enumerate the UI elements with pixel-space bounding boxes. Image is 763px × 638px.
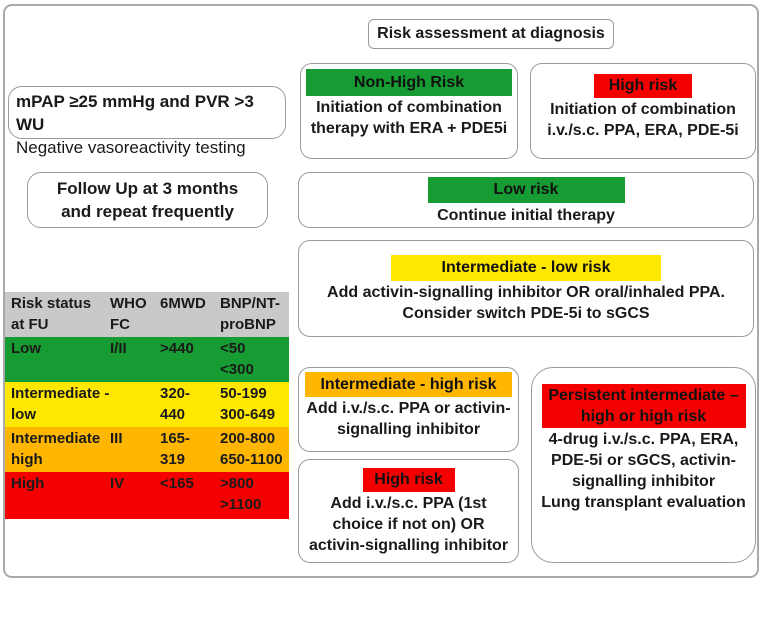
page-title: Risk assessment at diagnosis — [368, 19, 614, 49]
table-cell: Low — [11, 340, 41, 357]
table-cell — [102, 383, 152, 425]
header-bar-low-risk: Low risk — [427, 177, 625, 203]
header-bar-high-risk-followup: High risk — [362, 468, 455, 492]
header-bar-persistent-intermediate-high: Persistent intermediate – high or high r… — [541, 384, 746, 428]
table-cell: Intermediate -low — [11, 385, 110, 423]
table-cell: High — [11, 475, 45, 492]
followup-box: Follow Up at 3 months and repeat frequen… — [27, 172, 268, 228]
header-bar-non-high-risk: Non-High Risk — [306, 69, 512, 96]
box-intermediate-low-risk: Intermediate - low risk Add activin-sign… — [298, 240, 754, 337]
table-row: High IV <165 >800>1100 — [5, 472, 289, 519]
box-intermediate-high-risk: Intermediate - high risk Add i.v./s.c. P… — [298, 367, 519, 452]
table-row: Low I/II >440 <50<300 — [5, 337, 289, 382]
body-intermediate-high-risk: Add i.v./s.c. PPA or activin-signalling … — [306, 400, 511, 438]
header-bar-intermediate-low-risk: Intermediate - low risk — [391, 255, 661, 281]
body-low-risk: Continue initial therapy — [437, 207, 615, 224]
table-cell: I/II — [110, 340, 127, 357]
body-intermediate-low-line-1: Add activin-signalling inhibitor OR oral… — [327, 284, 725, 301]
followup-line-1: Follow Up at 3 months — [56, 179, 239, 198]
table-cell: 165-319 — [160, 430, 191, 468]
header-bar-high-risk-diagnosis: High risk — [594, 74, 692, 98]
body-high-risk-followup: Add i.v./s.c. PPA (1st choice if not on)… — [308, 495, 509, 554]
body-persistent-line-2: Lung transplant evaluation — [541, 494, 746, 511]
box-non-high-risk: Non-High Risk Initiation of combination … — [300, 63, 518, 159]
header-bar-intermediate-high-risk: Intermediate - high risk — [305, 372, 512, 397]
body-non-high-risk: Initiation of combination therapy with E… — [310, 99, 508, 137]
criteria-line-1: mPAP ≥25 mmHg and PVR >3 WU — [16, 92, 254, 134]
criteria-line-2: Negative vasoreactivity testing — [16, 138, 246, 157]
box-high-risk-diagnosis: High risk Initiation of combination i.v.… — [530, 63, 756, 159]
table-cell: III — [110, 430, 123, 447]
box-persistent-intermediate-high: Persistent intermediate – high or high r… — [531, 367, 756, 563]
table-cell: >800>1100 — [220, 475, 262, 513]
table-cell: 320-440 — [160, 385, 191, 423]
table-cell: <165 — [160, 475, 194, 492]
box-high-risk-followup: High risk Add i.v./s.c. PPA (1st choice … — [298, 459, 519, 563]
body-persistent-line-1: 4-drug i.v./s.c. PPA, ERA, PDE-5i or sGC… — [548, 431, 739, 490]
followup-line-2: and repeat frequently — [61, 202, 234, 221]
table-cell: <50<300 — [220, 340, 254, 378]
table-cell: IV — [110, 475, 125, 492]
table-cell: >440 — [160, 340, 194, 357]
criteria-box: mPAP ≥25 mmHg and PVR >3 WU Negative vas… — [8, 86, 286, 157]
body-high-risk-diagnosis: Initiation of combination i.v./s.c. PPA,… — [547, 101, 739, 139]
box-low-risk: Low risk Continue initial therapy — [298, 172, 754, 228]
table-cell: 6MWD — [160, 295, 206, 312]
body-intermediate-low-line-2: Consider switch PDE-5i to sGCS — [402, 305, 650, 322]
table-cell: BNP/NT-proBNP — [220, 295, 280, 333]
